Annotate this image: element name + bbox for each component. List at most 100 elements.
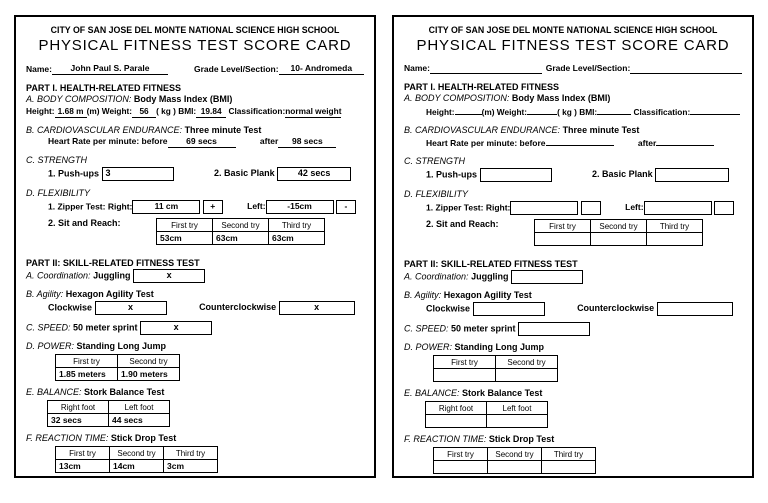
sitreach-header: First try bbox=[534, 219, 591, 233]
pushups-field[interactable] bbox=[479, 168, 552, 182]
fitness-card-blank: CITY OF SAN JOSE DEL MONTE NATIONAL SCIE… bbox=[392, 15, 754, 478]
classification-field[interactable]: normal weight bbox=[285, 106, 342, 118]
zipper-left-sign-field[interactable]: - bbox=[335, 200, 356, 214]
bmi-field[interactable] bbox=[597, 105, 632, 115]
fitness-card-filled: CITY OF SAN JOSE DEL MONTE NATIONAL SCIE… bbox=[14, 15, 376, 478]
stick-drop-value-cell[interactable]: 13cm bbox=[55, 459, 110, 473]
sitreach-header: Third try bbox=[646, 219, 703, 233]
sitreach-value-cell[interactable] bbox=[534, 232, 591, 246]
sitreach-value-cell[interactable]: 63cm bbox=[212, 231, 269, 245]
weight-field[interactable]: 56 bbox=[132, 106, 157, 118]
zipper-right-field[interactable]: 11 cm bbox=[132, 200, 201, 214]
sitreach-header: First try bbox=[156, 218, 213, 232]
zipper-left-label: Left: bbox=[625, 202, 644, 213]
counterclockwise-label: Counterclockwise bbox=[577, 303, 655, 314]
sitreach-value-cell[interactable] bbox=[646, 232, 703, 246]
strength-label: C. STRENGTH bbox=[404, 156, 466, 166]
sprint-field[interactable] bbox=[518, 322, 591, 336]
balance-label: E. BALANCE: bbox=[26, 387, 82, 397]
sitreach-value-cell[interactable] bbox=[590, 232, 647, 246]
long-jump-value-cell[interactable]: 1.85 meters bbox=[55, 367, 118, 381]
speed-text: 50 meter sprint bbox=[451, 323, 516, 334]
stick-drop-header: Third try bbox=[163, 446, 218, 460]
weight-label: Weight: bbox=[101, 106, 133, 116]
juggling-field[interactable] bbox=[511, 270, 584, 284]
stork-balance-value-cell[interactable] bbox=[486, 414, 548, 428]
name-field[interactable] bbox=[429, 64, 542, 74]
clockwise-field[interactable]: x bbox=[94, 301, 167, 315]
before-field[interactable] bbox=[545, 136, 614, 146]
cardio-text: Three minute Test bbox=[562, 125, 640, 135]
grade-field[interactable]: 10- Andromeda bbox=[278, 63, 364, 75]
stick-drop-value-cell[interactable] bbox=[487, 460, 542, 474]
stick-drop-value-cell[interactable]: 14cm bbox=[109, 459, 164, 473]
plank-field[interactable] bbox=[655, 168, 730, 182]
card-title: PHYSICAL FITNESS TEST SCORE CARD bbox=[416, 37, 730, 54]
zipper-right-sign-field[interactable]: + bbox=[202, 200, 223, 214]
stork-balance-table: Right foot Left foot bbox=[425, 401, 548, 428]
after-label: after bbox=[259, 136, 279, 146]
long-jump-value-cell[interactable]: 1.90 meters bbox=[117, 367, 180, 381]
pushups-field[interactable]: 3 bbox=[101, 167, 174, 181]
stick-drop-header: First try bbox=[433, 447, 488, 461]
zipper-right-sign-field[interactable] bbox=[580, 201, 601, 215]
before-label: before bbox=[141, 136, 168, 146]
zipper-left-field[interactable]: -15cm bbox=[265, 200, 334, 214]
power-text: Standing Long Jump bbox=[454, 342, 545, 352]
counterclockwise-field[interactable]: x bbox=[278, 301, 355, 315]
grade-field[interactable] bbox=[630, 64, 743, 74]
juggling-field[interactable]: x bbox=[133, 269, 206, 283]
zipper-right-field[interactable] bbox=[510, 201, 579, 215]
sitreach-header: Second try bbox=[590, 219, 647, 233]
stick-drop-table: First try Second try Third try 13cm 14cm… bbox=[55, 446, 218, 473]
sitreach-value-cell[interactable]: 63cm bbox=[268, 231, 325, 245]
sprint-field[interactable]: x bbox=[140, 321, 213, 335]
speed-label: C. SPEED: bbox=[404, 323, 449, 334]
stork-balance-value-cell[interactable]: 32 secs bbox=[47, 413, 109, 427]
reaction-label: F. REACTION TIME: bbox=[404, 434, 487, 444]
classification-field[interactable] bbox=[690, 105, 741, 115]
stick-drop-value-cell[interactable]: 3cm bbox=[163, 459, 218, 473]
height-field[interactable]: 1.68 m bbox=[54, 106, 87, 118]
sitreach-value-cell[interactable]: 53cm bbox=[156, 231, 213, 245]
counterclockwise-field[interactable] bbox=[656, 302, 733, 316]
height-field[interactable] bbox=[454, 105, 482, 115]
long-jump-value-cell[interactable] bbox=[495, 368, 558, 382]
school-name: CITY OF SAN JOSE DEL MONTE NATIONAL SCIE… bbox=[50, 25, 340, 35]
long-jump-header: First try bbox=[55, 354, 118, 368]
stick-drop-value-cell[interactable] bbox=[433, 460, 488, 474]
after-field[interactable]: 98 secs bbox=[278, 136, 337, 148]
name-label: Name: bbox=[404, 63, 430, 73]
zipper-left-sign-field[interactable] bbox=[713, 201, 734, 215]
counterclockwise-label: Counterclockwise bbox=[199, 302, 277, 313]
strength-label: C. STRENGTH bbox=[26, 155, 88, 165]
body-composition-label: A. BODY COMPOSITION: bbox=[26, 94, 132, 104]
stork-balance-value-cell[interactable] bbox=[425, 414, 487, 428]
body-composition-text: Body Mass Index (BMI) bbox=[511, 93, 611, 103]
part2-title: PART II: SKILL-RELATED FITNESS TEST bbox=[404, 259, 578, 269]
weight-field[interactable] bbox=[527, 105, 558, 115]
clockwise-label: Clockwise bbox=[48, 302, 93, 313]
agility-label: B. Agility: bbox=[404, 290, 442, 300]
school-name: CITY OF SAN JOSE DEL MONTE NATIONAL SCIE… bbox=[428, 25, 718, 35]
stick-drop-value-cell[interactable] bbox=[541, 460, 596, 474]
body-composition-label: A. BODY COMPOSITION: bbox=[404, 93, 510, 103]
bmi-field[interactable]: 19.84 bbox=[196, 106, 227, 118]
plank-field[interactable]: 42 secs bbox=[277, 167, 352, 181]
name-field[interactable]: John Paul S. Parale bbox=[51, 63, 168, 75]
coordination-label: A. Coordination: bbox=[404, 271, 469, 282]
after-field[interactable] bbox=[656, 136, 715, 146]
cardio-label: B. CARDIOVASCULAR ENDURANCE: bbox=[404, 125, 561, 135]
stork-balance-value-cell[interactable]: 44 secs bbox=[108, 413, 170, 427]
clockwise-field[interactable] bbox=[472, 302, 545, 316]
zipper-left-field[interactable] bbox=[643, 201, 712, 215]
reaction-text: Stick Drop Test bbox=[488, 434, 555, 444]
part1-title: PART I. HEALTH-RELATED FITNESS bbox=[404, 82, 559, 92]
long-jump-value-cell[interactable] bbox=[433, 368, 496, 382]
before-field[interactable]: 69 secs bbox=[167, 136, 236, 148]
before-label: before bbox=[519, 138, 546, 148]
power-label: D. POWER: bbox=[26, 341, 75, 351]
sitreach-header: Second try bbox=[212, 218, 269, 232]
stork-balance-header: Right foot bbox=[425, 401, 487, 415]
